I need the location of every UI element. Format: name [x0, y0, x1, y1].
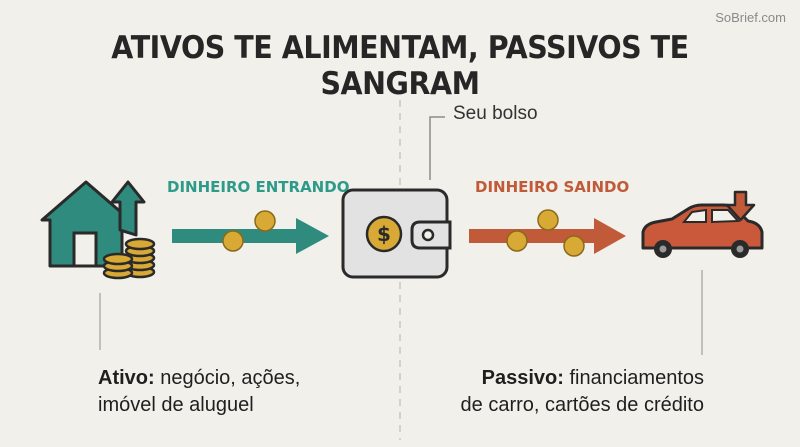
- up-arrow-icon: [110, 180, 146, 237]
- expense-coin-1: [537, 209, 559, 231]
- income-flow-arrow: [172, 218, 329, 254]
- expense-coin-3: [563, 235, 585, 257]
- liability-caption-line2: de carro, cartões de crédito: [460, 394, 704, 416]
- liability-caption: Passivo: financiamentos de carro, cartõe…: [461, 365, 704, 419]
- income-flow-label: DINHEIRO ENTRANDO: [167, 178, 350, 196]
- expense-coin-2: [506, 230, 528, 252]
- asset-caption-term: Ativo:: [98, 367, 155, 389]
- dollar-coin-icon: $: [365, 215, 403, 253]
- svg-text:$: $: [377, 222, 391, 246]
- asset-caption-line1: negócio, ações,: [154, 367, 301, 389]
- liability-caption-term: Passivo:: [481, 367, 564, 389]
- pocket-label: Seu bolso: [453, 103, 538, 124]
- car-icon: [641, 203, 764, 258]
- asset-caption: Ativo: negócio, ações, imóvel de aluguel: [98, 365, 300, 419]
- watermark: SoBrief.com: [715, 10, 786, 25]
- down-arrow-icon: [725, 190, 756, 222]
- expense-flow-arrow: [469, 218, 626, 254]
- expense-flow-label: DINHEIRO SAINDO: [475, 178, 630, 196]
- pocket-leader-line: [429, 116, 445, 180]
- coin-stack-icon: [102, 237, 156, 280]
- income-coin-1: [254, 210, 276, 232]
- asset-caption-line2: imóvel de aluguel: [98, 394, 254, 416]
- income-coin-2: [222, 230, 244, 252]
- liability-caption-line1: financiamentos: [563, 367, 704, 389]
- page-title: ATIVOS TE ALIMENTAM, PASSIVOS TE SANGRAM: [111, 30, 689, 102]
- house-icon: [40, 180, 132, 268]
